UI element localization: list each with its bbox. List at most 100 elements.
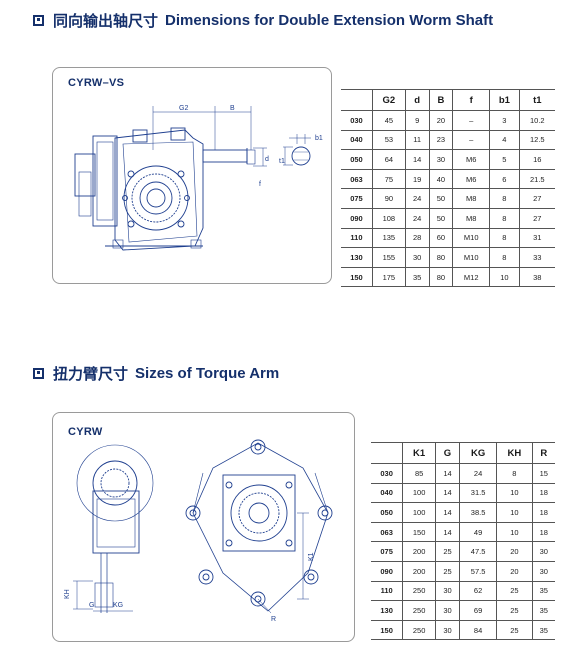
torque-table-value-cell: 14 [435, 502, 460, 523]
shaft-table-value-cell: 11 [404, 129, 430, 151]
shaft-table-value-cell: 8 [489, 247, 520, 268]
shaft-table-value-cell: 20 [428, 110, 454, 131]
shaft-table-value-cell: 108 [371, 207, 406, 229]
double-shaft-drawing: G2 B b1 d t1 f [74, 105, 323, 251]
dim-label-kh: KH [64, 589, 71, 599]
torque-table-value-cell: 150 [402, 521, 437, 543]
torque-table-value-cell: 10 [496, 521, 533, 543]
shaft-table-value-cell: 19 [404, 168, 430, 190]
shaft-table-header-cell: t1 [518, 89, 555, 111]
torque-table-value-cell: 14 [435, 463, 460, 484]
torque-table-value-cell: 200 [402, 560, 437, 582]
shaft-table-value-cell: 31 [518, 227, 555, 249]
shaft-table-value-cell: 90 [371, 188, 406, 209]
torque-table-value-cell: 18 [531, 482, 555, 504]
dim-label-b1: b1 [315, 135, 323, 142]
shaft-table-value-cell: 10 [489, 266, 520, 288]
shaft-table-value-cell: 40 [428, 168, 454, 190]
torque-table-value-cell: 57.5 [458, 560, 498, 582]
dim-label-b: B [230, 105, 235, 112]
section2-model-label: CYRW [68, 426, 103, 438]
torque-table-value-cell: 31.5 [458, 482, 498, 504]
dim-label-g2: G2 [179, 105, 188, 112]
torque-arm-drawing: KH G KG K1 R [64, 439, 333, 623]
torque-table-value-cell: 10 [496, 502, 533, 523]
square-bullet-icon [33, 14, 44, 26]
torque-table-value-cell: 100 [402, 482, 437, 504]
section2-drawing-panel: CYRW [52, 412, 355, 642]
shaft-table-model-cell: 110 [341, 227, 373, 249]
shaft-table-header-cell: d [404, 89, 430, 111]
torque-table-value-cell: 20 [496, 541, 533, 562]
shaft-table-header-cell: B [428, 89, 454, 111]
shaft-table-value-cell: 21.5 [518, 168, 555, 190]
torque-table-value-cell: 25 [496, 580, 533, 602]
torque-table-value-cell: 250 [402, 580, 437, 602]
shaft-table-value-cell: 53 [371, 129, 406, 151]
torque-table-value-cell: 100 [402, 502, 437, 523]
torque-table-value-cell: 30 [531, 541, 555, 562]
shaft-table-value-cell: 50 [428, 207, 454, 229]
torque-table-value-cell: 8 [496, 463, 533, 484]
torque-table-model-cell: 050 [371, 502, 404, 523]
shaft-table-value-cell: 8 [489, 227, 520, 249]
shaft-table-value-cell: 3 [489, 110, 520, 131]
torque-table-value-cell: 25 [435, 560, 460, 582]
shaft-table-value-cell: 23 [428, 129, 454, 151]
shaft-table-header-cell [341, 89, 373, 111]
torque-table-model-cell: 150 [371, 619, 404, 641]
shaft-table-value-cell: 155 [371, 247, 406, 268]
torque-table-value-cell: 69 [458, 600, 498, 621]
dim-label-f: f [259, 181, 261, 188]
torque-table-value-cell: 18 [531, 502, 555, 523]
dim-label-d: d [265, 156, 269, 163]
shaft-table-value-cell: 24 [404, 188, 430, 209]
shaft-table-value-cell: 135 [371, 227, 406, 249]
torque-table-model-cell: 110 [371, 580, 404, 602]
dim-label-g: G [89, 602, 94, 609]
shaft-table-value-cell: 38 [518, 266, 555, 288]
torque-table-value-cell: 35 [531, 600, 555, 621]
shaft-table-value-cell: M10 [452, 227, 491, 249]
shaft-table-model-cell: 075 [341, 188, 373, 209]
torque-table-header-cell: KG [458, 442, 498, 464]
shaft-table-value-cell: 9 [404, 110, 430, 131]
torque-table-value-cell: 14 [435, 521, 460, 543]
torque-table-value-cell: 18 [531, 521, 555, 543]
shaft-table-value-cell: 8 [489, 188, 520, 209]
shaft-table-model-cell: 063 [341, 168, 373, 190]
torque-table-value-cell: 24 [458, 463, 498, 484]
shaft-table-value-cell: 64 [371, 149, 406, 170]
torque-table-value-cell: 250 [402, 600, 437, 621]
torque-table-header-cell [371, 442, 404, 464]
section2-title-cn: 扭力臂尺寸 [53, 365, 129, 383]
shaft-table-value-cell: M8 [452, 207, 491, 229]
torque-table-value-cell: 47.5 [458, 541, 498, 562]
shaft-table-value-cell: 50 [428, 188, 454, 209]
torque-table-model-cell: 030 [371, 463, 404, 484]
shaft-table-header-cell: G2 [371, 89, 406, 111]
shaft-table-value-cell: M8 [452, 188, 491, 209]
shaft-table-header-cell: b1 [489, 89, 520, 111]
section2-title-en: Sizes of Torque Arm [135, 364, 280, 382]
torque-table-value-cell: 20 [496, 560, 533, 582]
torque-table-value-cell: 30 [435, 619, 460, 641]
shaft-table-value-cell: 28 [404, 227, 430, 249]
shaft-table-value-cell: 60 [428, 227, 454, 249]
shaft-table-value-cell: – [452, 129, 491, 151]
shaft-table-value-cell: M6 [452, 168, 491, 190]
torque-table-value-cell: 15 [531, 463, 555, 484]
section1-title-en: Dimensions for Double Extension Worm Sha… [165, 11, 494, 29]
dim-label-kg: KG [113, 602, 123, 609]
